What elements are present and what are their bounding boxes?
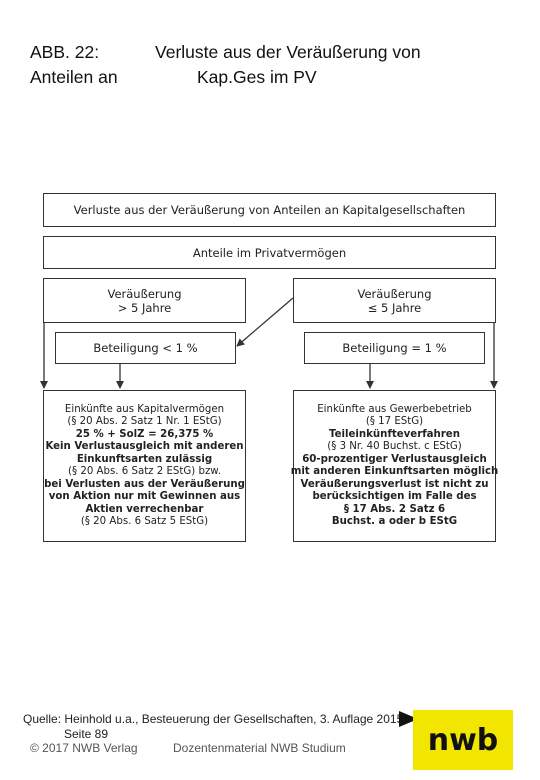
business-income-line-3: Teileinkünfteverfahren <box>329 428 460 440</box>
stake-1-percent-box: Beteiligung = 1 % <box>304 332 485 364</box>
sale-under-5-years-line-1: Veräußerung <box>357 286 432 301</box>
capital-income-line-10: (§ 20 Abs. 6 Satz 5 EStG) <box>80 516 209 527</box>
business-income-line-1: Einkünfte aus Gewerbebetrieb <box>317 403 472 415</box>
private-assets-box: Anteile im Privatvermögen <box>43 236 496 269</box>
stake-1-percent-label: Beteiligung = 1 % <box>342 341 447 355</box>
business-income-line-2: (§ 17 EStG) <box>365 416 424 427</box>
capital-income-line-7: bei Verlusten aus der Veräußerung <box>44 478 245 490</box>
capital-income-result-box: Einkünfte aus Kapitalvermögen (§ 20 Abs.… <box>43 390 246 542</box>
sale-under-5-years-box: Veräußerung ≤ 5 Jahre <box>293 278 496 323</box>
business-income-line-4: (§ 3 Nr. 40 Buchst. c EStG) <box>327 441 462 452</box>
top-box-label: Verluste aus der Veräußerung von Anteile… <box>73 203 466 217</box>
sale-over-5-years-box: Veräußerung > 5 Jahre <box>43 278 246 323</box>
figure-title-anteilen: Anteilen an <box>30 67 118 87</box>
figure-title-line-1: Verluste aus der Veräußerung von <box>155 42 421 62</box>
capital-income-line-6: (§ 20 Abs. 6 Satz 2 EStG) bzw. <box>68 466 221 477</box>
business-income-line-8: berücksichtigen im Falle des <box>312 491 477 502</box>
sale-over-5-years-line-2: > 5 Jahre <box>117 300 172 315</box>
business-income-line-7: Veräußerungsverlust ist nicht zu <box>300 478 489 490</box>
business-income-line-9: § 17 Abs. 2 Satz 6 <box>343 503 446 515</box>
nwb-logo: nwb <box>413 710 513 770</box>
capital-income-line-5: Einkunftsarten zulässig <box>76 453 213 465</box>
course-material-text: Dozentenmaterial NWB Studium <box>173 741 346 755</box>
business-income-line-10: Buchst. a oder b EStG <box>331 516 458 527</box>
figure-number: ABB. 22: <box>30 42 100 62</box>
stake-below-1-percent-box: Beteiligung < 1 % <box>55 332 236 364</box>
source-page: Seite 89 <box>64 727 109 741</box>
capital-income-line-9: Aktien verrechenbar <box>85 503 204 515</box>
capital-income-line-3: 25 % + SolZ = 26,375 % <box>75 428 214 440</box>
sale-under-5-years-line-2: ≤ 5 Jahre <box>367 300 422 315</box>
source-citation: Quelle: Heinhold u.a., Besteuerung der G… <box>23 712 407 726</box>
figure-title-line-2: Kap.Ges im PV <box>197 67 317 87</box>
business-income-line-6: mit anderen Einkunftsarten möglich <box>290 466 499 477</box>
business-income-result-box: Einkünfte aus Gewerbebetrieb (§ 17 EStG)… <box>290 390 499 542</box>
play-arrow-icon <box>399 711 418 727</box>
stake-below-1-percent-label: Beteiligung < 1 % <box>93 341 198 355</box>
capital-income-line-8: von Aktion nur mit Gewinnen aus <box>48 491 241 502</box>
copyright-text: © 2017 NWB Verlag <box>30 741 138 755</box>
sale-over-5-years-line-1: Veräußerung <box>107 286 182 301</box>
arrow-right-sale-to-left-stake <box>236 297 294 347</box>
capital-income-line-4: Kein Verlustausgleich mit anderen <box>45 441 244 452</box>
capital-income-line-2: (§ 20 Abs. 2 Satz 1 Nr. 1 EStG) <box>67 416 222 427</box>
private-assets-label: Anteile im Privatvermögen <box>192 245 347 260</box>
business-income-line-5: 60-prozentiger Verlustausgleich <box>302 453 487 465</box>
capital-income-line-1: Einkünfte aus Kapitalvermögen <box>64 403 225 415</box>
top-box: Verluste aus der Veräußerung von Anteile… <box>43 193 496 227</box>
